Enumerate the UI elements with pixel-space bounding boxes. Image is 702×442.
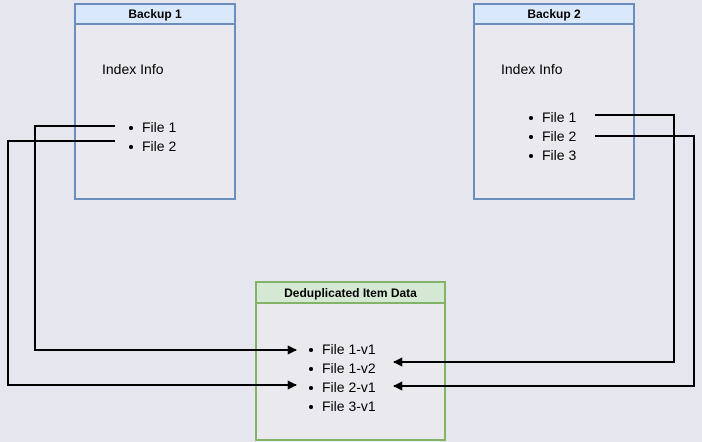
list-item: File 1-v2 bbox=[309, 360, 376, 376]
backup1-box: Backup 1 Index Info File 1 File 2 bbox=[74, 3, 236, 200]
backup2-box: Backup 2 Index Info File 1 File 2 File 3 bbox=[473, 3, 635, 200]
deduplicated-item-data-box: Deduplicated Item Data File 1-v1 File 1-… bbox=[255, 281, 446, 441]
backup2-index-info-label: Index Info bbox=[501, 61, 563, 77]
list-item: File 3-v1 bbox=[309, 398, 376, 414]
dedup-title: Deduplicated Item Data bbox=[257, 283, 444, 304]
list-item: File 2-v1 bbox=[309, 379, 376, 395]
dedup-item-list: File 1-v1 File 1-v2 File 2-v1 File 3-v1 bbox=[309, 340, 376, 416]
backup1-file-list: File 1 File 2 bbox=[128, 118, 177, 156]
backup1-index-info-label: Index Info bbox=[102, 61, 164, 77]
backup2-title: Backup 2 bbox=[475, 5, 633, 25]
list-item: File 2 bbox=[128, 138, 177, 154]
list-item: File 1-v1 bbox=[309, 341, 376, 357]
list-item: File 1 bbox=[128, 119, 177, 135]
list-item: File 2 bbox=[528, 128, 577, 144]
list-item: File 1 bbox=[528, 109, 577, 125]
list-item: File 3 bbox=[528, 147, 577, 163]
backup2-file-list: File 1 File 2 File 3 bbox=[528, 108, 577, 165]
backup1-title: Backup 1 bbox=[76, 5, 234, 25]
